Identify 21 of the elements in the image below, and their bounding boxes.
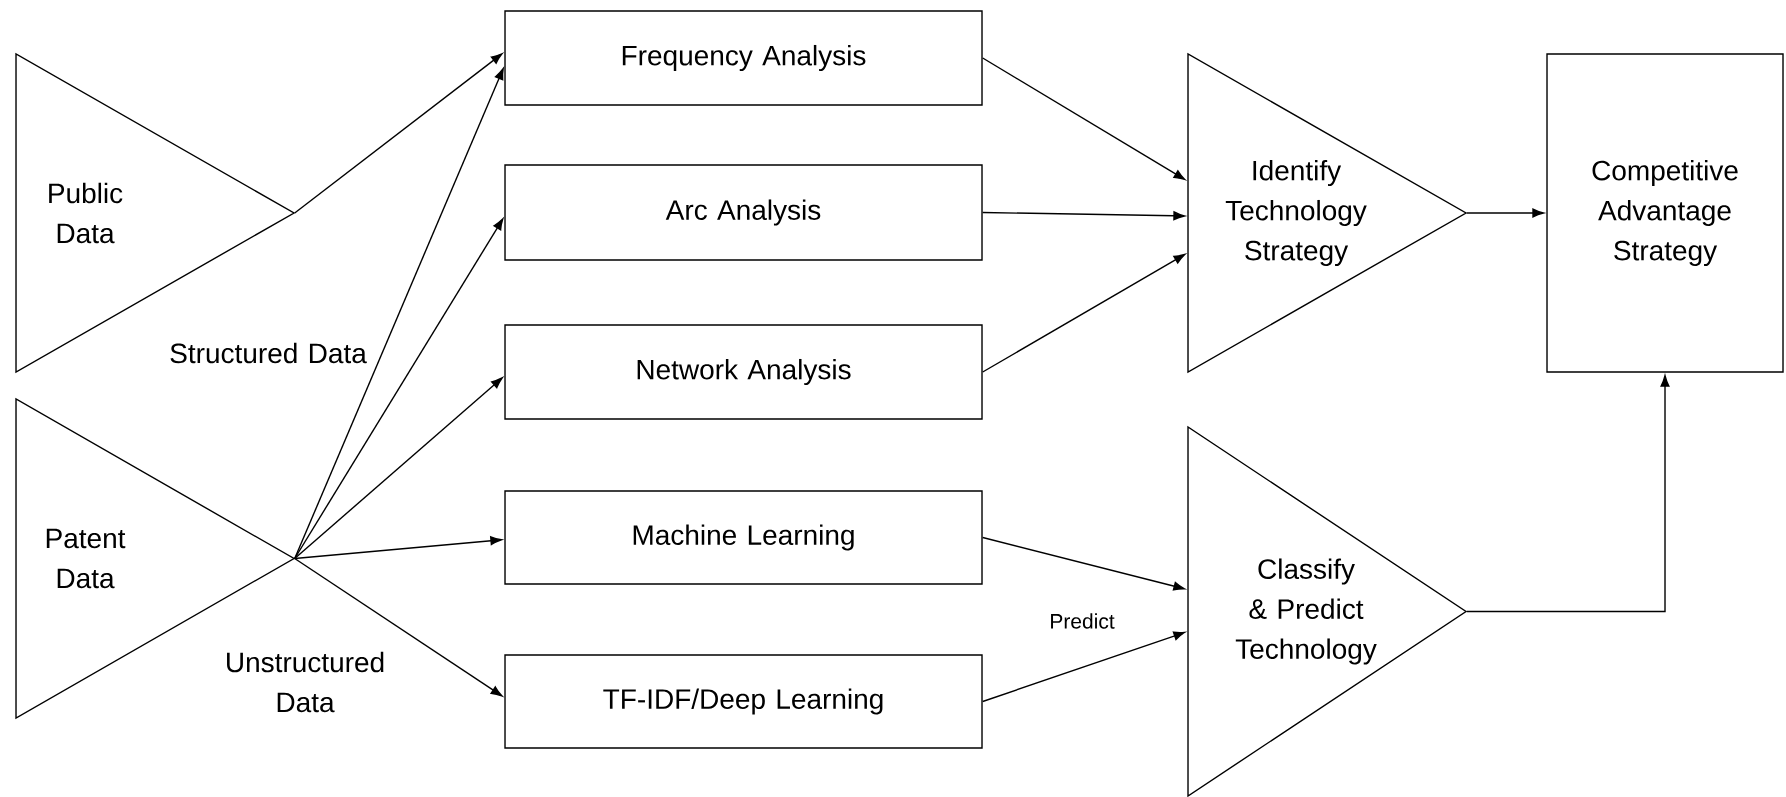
- arrow: [294, 53, 503, 214]
- arrow: [982, 57, 1186, 181]
- arrow: [1466, 375, 1670, 613]
- arrow: [1466, 208, 1544, 218]
- arrow: [982, 211, 1185, 221]
- process-box: Competitive Advantage Strategy: [1546, 53, 1784, 373]
- arrow: [294, 557, 503, 697]
- arrow: [982, 253, 1186, 373]
- arrow: [294, 377, 503, 560]
- process-box: Machine Learning: [504, 490, 983, 585]
- arrow: [982, 536, 1186, 591]
- process-box: Network Analysis: [504, 324, 983, 420]
- data-label: Structured Data: [170, 342, 367, 364]
- data-label: Unstructured Data: [227, 651, 384, 713]
- arrow: [982, 631, 1186, 703]
- process-box: TF-IDF/Deep Learning: [504, 654, 983, 749]
- arrow: [294, 536, 502, 560]
- edge-label: Predict: [1048, 612, 1116, 630]
- arrow: [294, 218, 504, 560]
- process-box: Frequency Analysis: [504, 10, 983, 106]
- process-box: Arc Analysis: [504, 164, 983, 261]
